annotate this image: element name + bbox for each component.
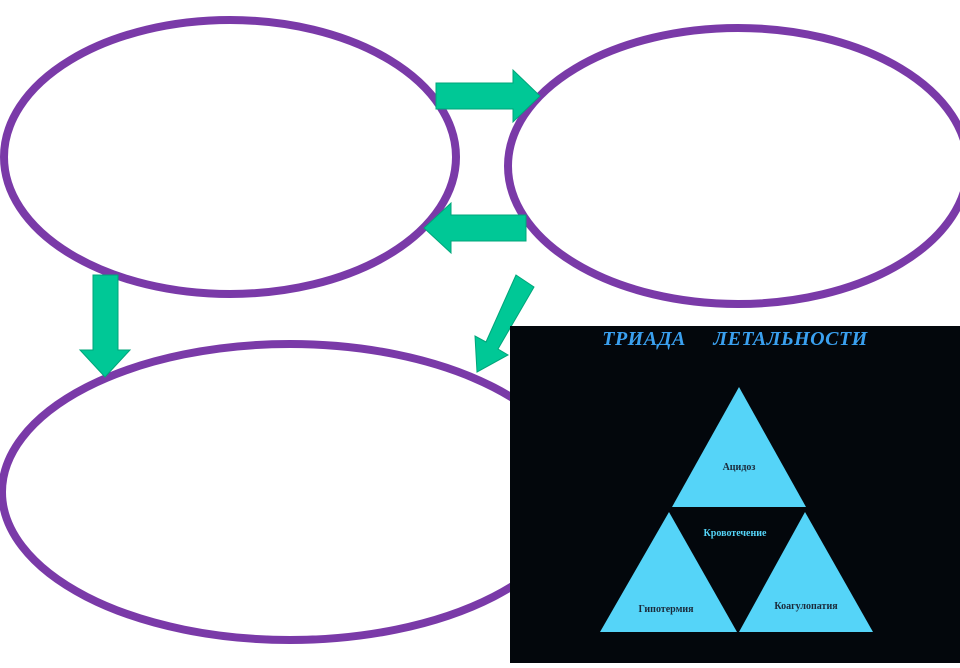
arrow-down (78, 274, 132, 378)
ellipse-bottom-left (0, 340, 582, 644)
triangle-bottom-left (600, 512, 737, 632)
arrow-diagonal (474, 274, 535, 373)
arrow-right (435, 68, 541, 124)
label-coagulopathy: Коагулопатия (774, 601, 838, 612)
label-acidosis: Ацидоз (723, 462, 756, 473)
label-bleeding: Кровотечение (704, 528, 767, 539)
label-hypothermia: Гипотермия (638, 604, 694, 615)
arrow-left (423, 201, 527, 255)
triad-title: ТРИАДА ЛЕТАЛЬНОСТИ (602, 328, 868, 350)
ellipse-top-right (504, 24, 960, 308)
ellipse-top-left (0, 16, 460, 298)
triad-panel: Ацидоз Кровотечение Гипотермия Коагулопа… (510, 326, 960, 663)
triad-graphic: Ацидоз Кровотечение Гипотермия Коагулопа… (600, 387, 873, 632)
triangle-bottom-right (739, 512, 873, 632)
triangle-top (672, 387, 806, 507)
